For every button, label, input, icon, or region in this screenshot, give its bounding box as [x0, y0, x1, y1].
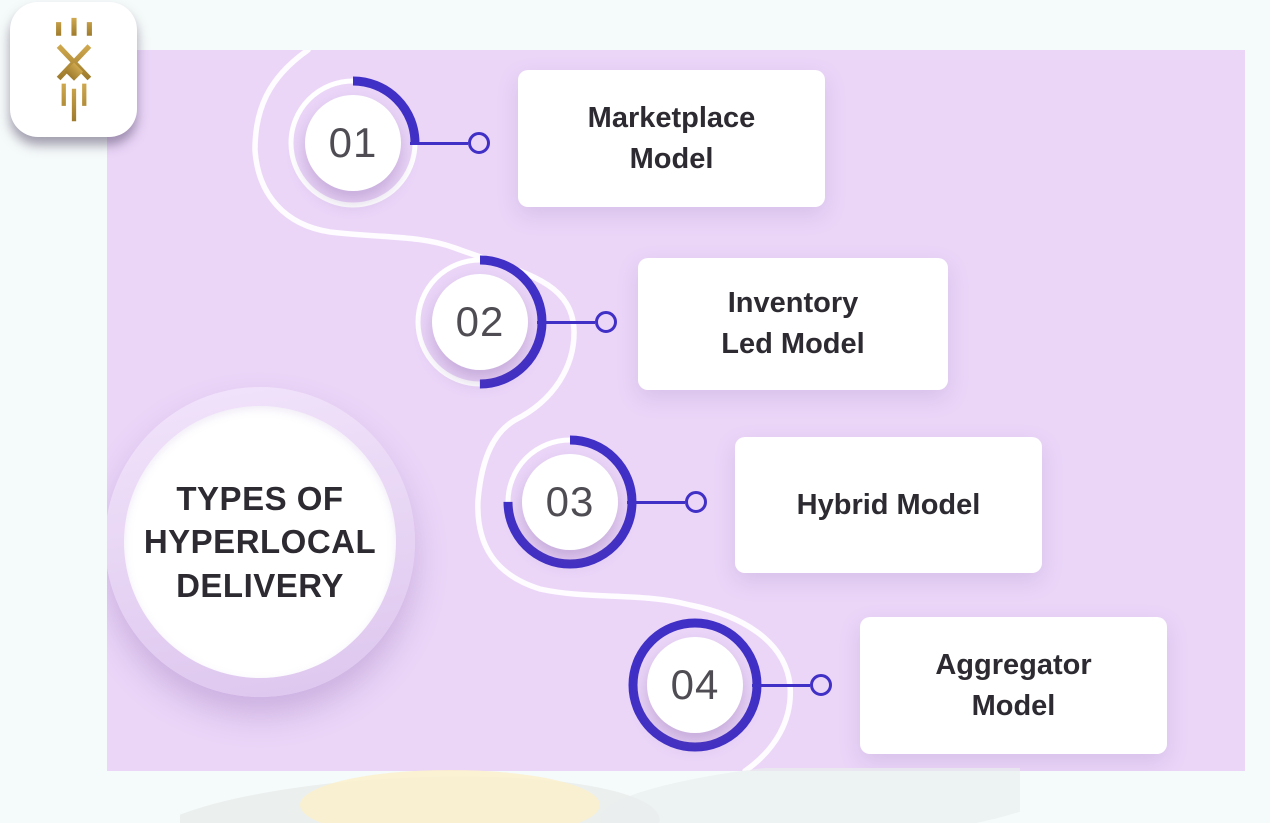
step-disc: 04 [647, 637, 743, 733]
label-text: Marketplace Model [587, 101, 756, 175]
serpentine-curve [252, 50, 794, 771]
step-number: 01 [328, 119, 378, 166]
connector-dot-icon [810, 674, 832, 696]
step-number: 02 [455, 298, 505, 345]
label-card-3: Hybrid Model [735, 437, 1042, 573]
step-disc: 03 [522, 454, 618, 550]
connector-line [627, 500, 685, 504]
connector-dot-icon [595, 311, 617, 333]
gold-crest-logo-icon [45, 17, 102, 121]
connector-line [752, 683, 810, 687]
cream-blob-shape [300, 770, 600, 823]
step-disc: 01 [305, 95, 401, 191]
gray-wave-shape [597, 768, 1020, 823]
step-node-3: 03 [500, 432, 640, 572]
connector-1 [410, 132, 490, 154]
brand-logo-card [10, 2, 137, 137]
label-text: Hybrid Model [796, 488, 981, 521]
connector-3 [627, 491, 707, 513]
connector-dot-icon [468, 132, 490, 154]
connector-2 [537, 311, 617, 333]
connector-4 [752, 674, 832, 696]
main-title: TYPES OF HYPERLOCAL DELIVERY [124, 406, 396, 678]
step-disc: 02 [432, 274, 528, 370]
step-number: 04 [670, 661, 720, 708]
connector-line [410, 141, 468, 145]
hub-circle: TYPES OF HYPERLOCAL DELIVERY [107, 387, 415, 697]
step-node-4: 04 [625, 615, 765, 755]
label-card-1: Marketplace Model [518, 70, 825, 207]
step-node-2: 02 [410, 252, 550, 392]
step-node-1: 01 [283, 73, 423, 213]
infographic-panel: TYPES OF HYPERLOCAL DELIVERY 01 Marketpl… [107, 50, 1245, 771]
label-card-4: Aggregator Model [860, 617, 1167, 754]
connector-dot-icon [685, 491, 707, 513]
bottom-decoration [180, 768, 1020, 823]
label-text: Inventory Led Model [721, 287, 865, 360]
label-card-2: Inventory Led Model [638, 258, 948, 390]
step-number: 03 [545, 478, 595, 525]
label-text: Aggregator Model [935, 648, 1092, 722]
connector-line [537, 320, 595, 324]
